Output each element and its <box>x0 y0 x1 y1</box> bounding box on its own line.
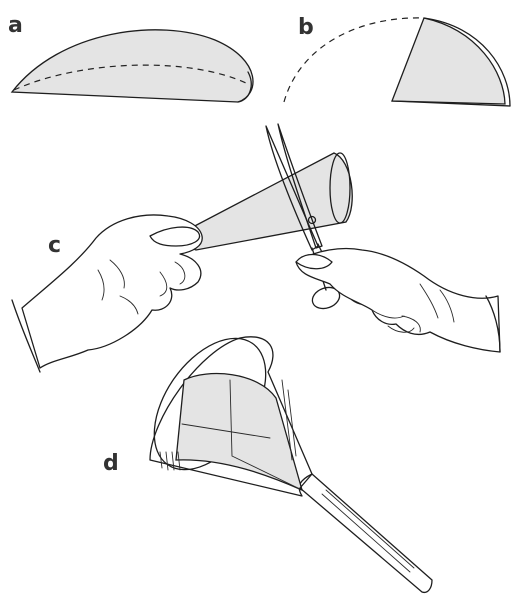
panel-label-d: d <box>103 451 119 476</box>
stem-shading <box>322 490 414 572</box>
panel-d: d <box>103 318 432 592</box>
folded-paper-quarter <box>392 18 505 104</box>
panel-a: a <box>8 13 253 102</box>
panel-label-c: c <box>48 233 61 258</box>
panel-b: b <box>284 15 510 106</box>
folded-paper-half <box>12 30 253 102</box>
panel-c: c <box>12 124 500 372</box>
panel-label-b: b <box>298 15 314 40</box>
panel-label-a: a <box>8 13 23 38</box>
